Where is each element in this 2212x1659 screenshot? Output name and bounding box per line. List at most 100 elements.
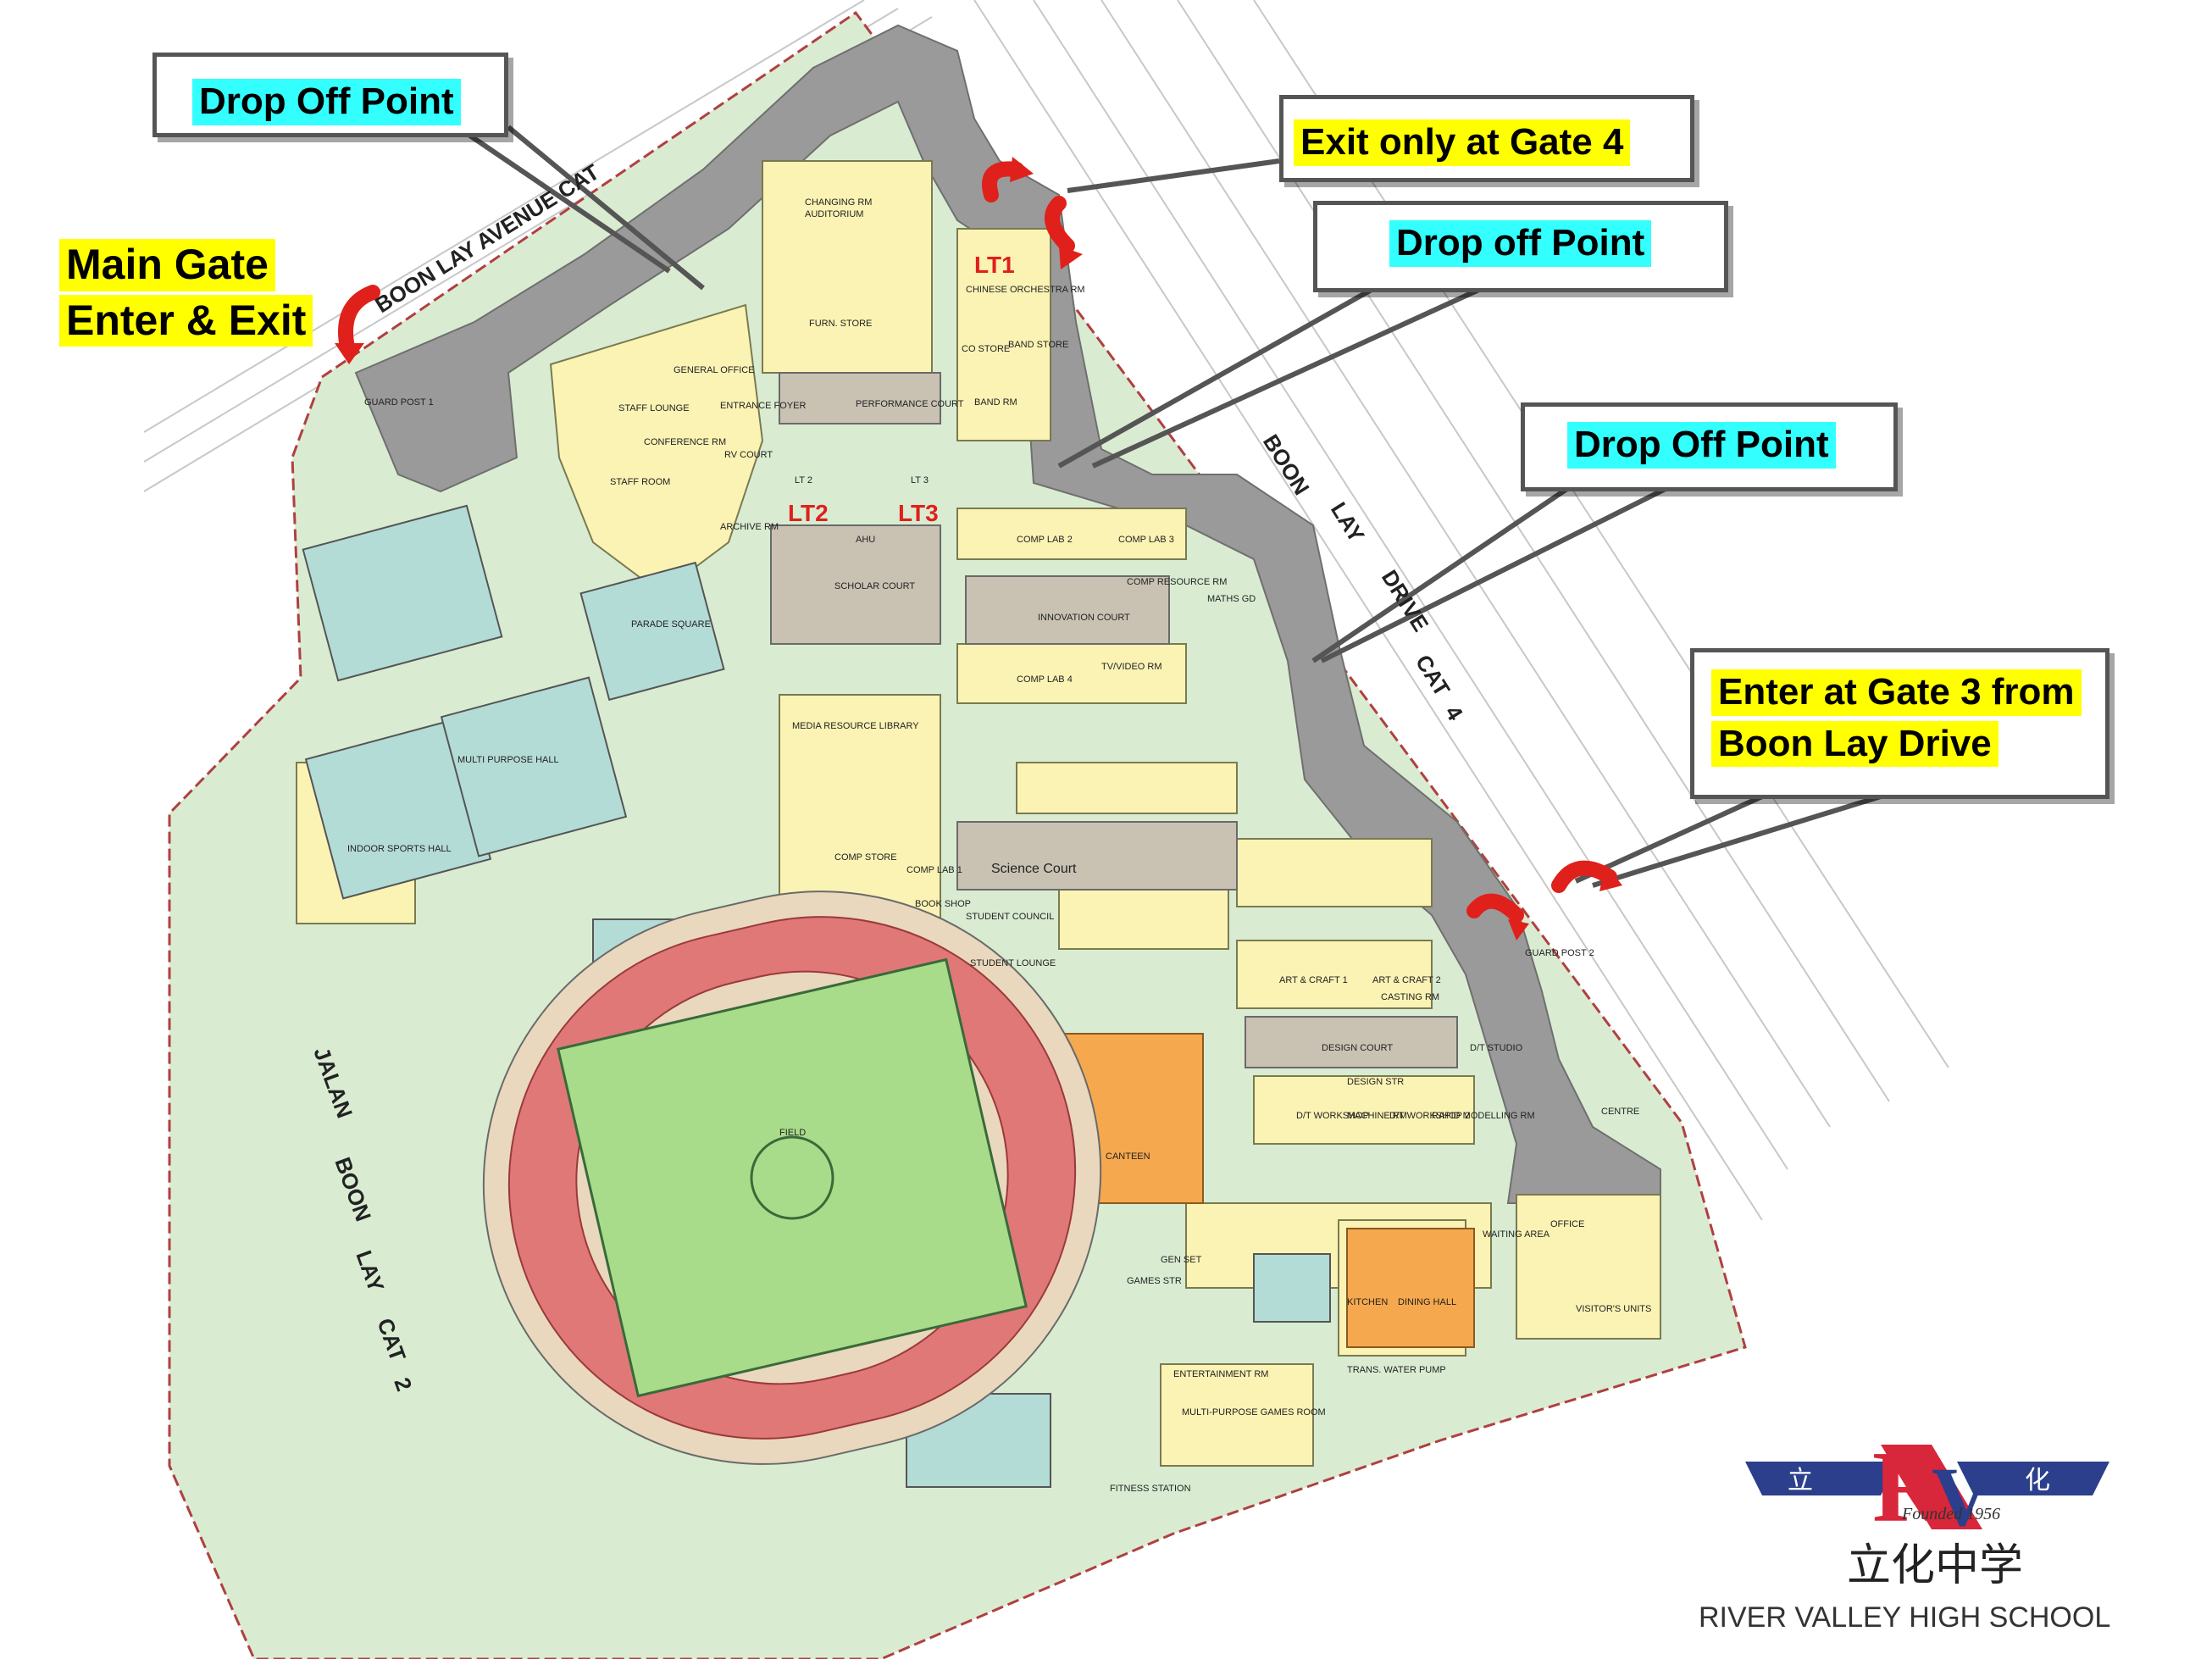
access-roads bbox=[354, 24, 1661, 1204]
buildings bbox=[296, 160, 1661, 1467]
label-science-court: Science Court bbox=[991, 862, 1077, 876]
label-art-craft-1: ART & CRAFT 1 bbox=[1279, 975, 1348, 985]
label-dining-hall: DINING HALL bbox=[1398, 1297, 1456, 1307]
enter-gate3-line2-text: Boon Lay Drive bbox=[1711, 720, 1999, 768]
label-entrance-foyer: ENTRANCE FOYER bbox=[720, 401, 807, 411]
label-visitors-units: VISITOR'S UNITS bbox=[1576, 1304, 1651, 1314]
label-indoor-sports-hall: INDOOR SPORTS HALL bbox=[347, 844, 452, 854]
lt1-label: LT1 bbox=[974, 252, 1015, 278]
label-scholar-court: SCHOLAR COURT bbox=[834, 581, 915, 591]
road-right-num: 4 bbox=[1440, 701, 1468, 725]
road-right-lay: LAY bbox=[1326, 497, 1370, 547]
label-canteen: CANTEEN bbox=[1106, 1151, 1150, 1162]
label-furn-store: FURN. STORE bbox=[809, 319, 872, 329]
enter-gate3-line1-text: Enter at Gate 3 from bbox=[1711, 669, 2082, 716]
label-multi-purpose-games: MULTI-PURPOSE GAMES ROOM bbox=[1182, 1407, 1326, 1418]
lecture-theatre-labels: LT1 LT2 LT3 bbox=[788, 252, 1015, 526]
label-comp-resource: COMP RESOURCE RM bbox=[1127, 577, 1227, 587]
rv-emblem-icon: R V 立 化 Founded 1956 立化中学 RIVER VALLEY H… bbox=[1699, 1430, 2110, 1634]
label-auditorium: AUDITORIUM bbox=[805, 209, 863, 219]
label-centre: CENTRE bbox=[1601, 1107, 1639, 1117]
label-media-resource-library: MEDIA RESOURCE LIBRARY bbox=[792, 721, 919, 731]
label-dt-studio: D/T STUDIO bbox=[1470, 1043, 1523, 1053]
label-guard-post-1: GUARD POST 1 bbox=[364, 397, 434, 408]
label-band-rm: BAND RM bbox=[974, 397, 1017, 408]
label-conference-rm: CONFERENCE RM bbox=[644, 437, 726, 447]
emblem-char-left: 立 bbox=[1788, 1466, 1813, 1495]
label-rapid-modelling: RAPID MODELLING RM bbox=[1432, 1111, 1535, 1121]
label-chinese-orchestra: CHINESE ORCHESTRA RM bbox=[966, 285, 1085, 295]
label-comp-lab-1: COMP LAB 1 bbox=[906, 865, 962, 875]
label-waiting-area: WAITING AREA bbox=[1483, 1229, 1550, 1240]
label-rv-court: RV COURT bbox=[724, 450, 773, 460]
label-student-council: STUDENT COUNCIL bbox=[966, 912, 1054, 922]
enter-gate3-arrow-icon-2 bbox=[1466, 893, 1524, 923]
label-entertainment-rm: ENTERTAINMENT RM bbox=[1173, 1369, 1268, 1379]
label-student-lounge: STUDENT LOUNGE bbox=[970, 958, 1056, 968]
callout-enter-gate3: Enter at Gate 3 from Boon Lay Drive bbox=[1690, 648, 2109, 799]
running-track bbox=[482, 891, 1102, 1465]
dining-hall-block bbox=[1346, 1228, 1475, 1348]
label-comp-lab-2: COMP LAB 2 bbox=[1017, 535, 1073, 545]
label-general-office: GENERAL OFFICE bbox=[674, 365, 755, 375]
label-lt2-small: LT 2 bbox=[795, 475, 812, 485]
lt2-label: LT2 bbox=[788, 500, 829, 526]
school-logo: R V 立 化 Founded 1956 立化中学 RIVER VALLEY H… bbox=[1677, 1411, 2182, 1640]
logo-school-name-text: RIVER VALLEY HIGH SCHOOL bbox=[1699, 1601, 2110, 1634]
direction-arrows bbox=[338, 161, 1617, 923]
room-labels: CHANGING RM AUDITORIUM FURN. STORE CHINE… bbox=[347, 197, 1651, 1494]
callout-drop-off-3: Drop Off Point bbox=[1521, 402, 1898, 491]
courtyards bbox=[770, 372, 1458, 1068]
label-field: FIELD bbox=[779, 1128, 806, 1138]
svg-text:R: R bbox=[1872, 1430, 1947, 1543]
label-gen-set: GEN SET bbox=[1161, 1255, 1202, 1265]
label-performance-court: PERFORMANCE COURT bbox=[856, 399, 964, 409]
label-dt-workshop: D/T WORKSHOP bbox=[1296, 1111, 1369, 1121]
svg-text:V: V bbox=[1932, 1450, 1993, 1544]
label-design-str: DESIGN STR bbox=[1347, 1077, 1404, 1087]
label-lt3-small: LT 3 bbox=[911, 475, 929, 485]
main-gate-arrow-icon bbox=[338, 285, 380, 355]
logo-founded-text: Founded 1956 bbox=[1901, 1505, 2000, 1523]
label-book-shop: BOOK SHOP bbox=[915, 899, 971, 909]
label-parade-square: PARADE SQUARE bbox=[631, 619, 711, 630]
lt3-label: LT3 bbox=[898, 500, 939, 526]
label-co-store: CO STORE bbox=[962, 344, 1010, 354]
road-right-boon: BOON bbox=[1258, 430, 1315, 499]
exit-gate4-text: Exit only at Gate 4 bbox=[1294, 119, 1631, 166]
road-right-cat: CAT bbox=[1411, 650, 1455, 701]
callout-drop-off-2: Drop off Point bbox=[1313, 201, 1728, 292]
drop-off-3-text: Drop Off Point bbox=[1567, 422, 1836, 469]
label-comp-store: COMP STORE bbox=[834, 852, 897, 863]
label-dt-workshop-2: D/T WORKSHOP 2 bbox=[1389, 1111, 1470, 1121]
drop-off-1-text: Drop Off Point bbox=[192, 79, 461, 125]
label-office: OFFICE bbox=[1550, 1219, 1584, 1229]
label-archive-rm: ARCHIVE RM bbox=[720, 522, 779, 532]
label-machine-rm: MACHINE RM bbox=[1347, 1111, 1407, 1121]
exit-gate4-arrow-icon-1 bbox=[982, 161, 1024, 203]
drop-off-2-text: Drop off Point bbox=[1389, 220, 1652, 267]
label-staff-room: STAFF ROOM bbox=[610, 477, 670, 487]
label-comp-lab-3: COMP LAB 3 bbox=[1118, 535, 1174, 545]
label-trans-water-pump: TRANS. WATER PUMP bbox=[1347, 1365, 1446, 1375]
label-band-store: BAND STORE bbox=[1008, 340, 1068, 350]
exit-gate4-arrow-icon-2 bbox=[1045, 196, 1075, 253]
road-right-drive: DRIVE bbox=[1377, 565, 1434, 635]
label-casting-rm: CASTING RM bbox=[1381, 992, 1439, 1002]
callout-drop-off-1: Drop Off Point bbox=[152, 53, 508, 137]
label-games-str: GAMES STR bbox=[1127, 1276, 1182, 1286]
arrow-heads bbox=[335, 157, 1622, 940]
label-fitness-station: FITNESS STATION bbox=[1110, 1484, 1191, 1494]
label-maths-gd: MATHS GD bbox=[1207, 594, 1256, 604]
callout-exit-gate4: Exit only at Gate 4 bbox=[1279, 95, 1694, 182]
label-ahu: AHU bbox=[856, 535, 875, 545]
label-art-craft-2: ART & CRAFT 2 bbox=[1372, 975, 1441, 985]
label-innovation-court: INNOVATION COURT bbox=[1038, 613, 1130, 623]
logo-chinese-text: 立化中学 bbox=[1847, 1540, 2023, 1591]
label-changing-rm: CHANGING RM bbox=[805, 197, 872, 208]
label-kitchen: KITCHEN bbox=[1347, 1297, 1388, 1307]
label-multi-purpose-hall: MULTI PURPOSE HALL bbox=[457, 755, 559, 765]
football-field bbox=[556, 957, 1028, 1398]
